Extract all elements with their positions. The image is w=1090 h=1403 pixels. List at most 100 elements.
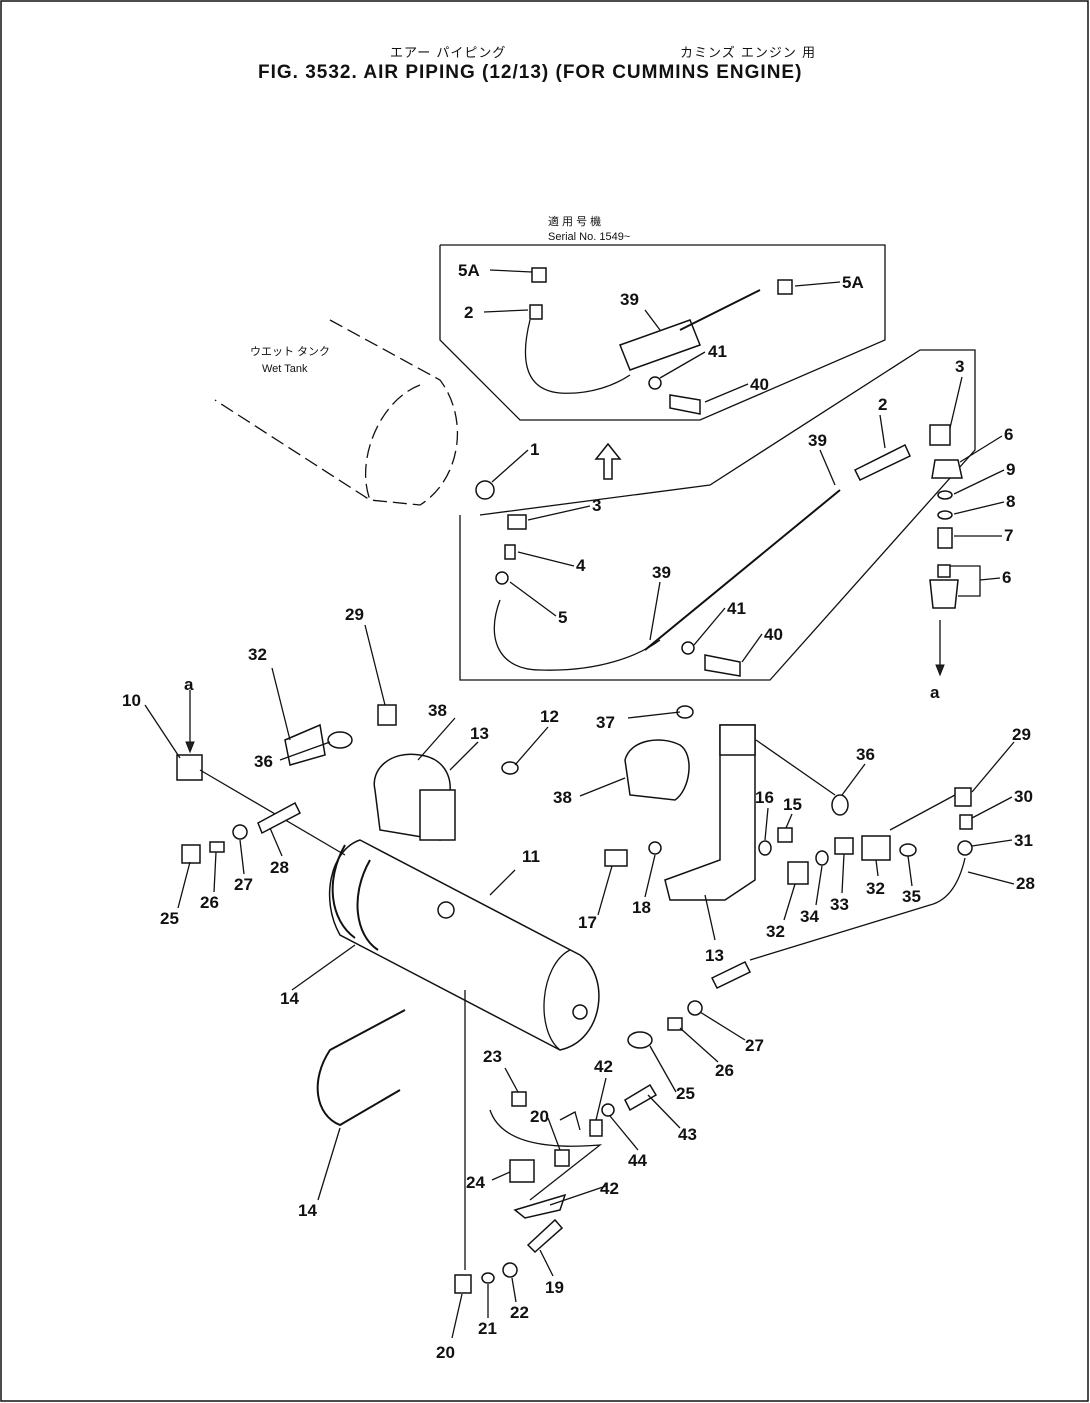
callout-31: 31 <box>1014 831 1033 850</box>
part-33 <box>834 837 854 855</box>
callout-41-route: 41 <box>727 599 746 618</box>
line-bracket-36 <box>755 739 836 796</box>
hose-28-right <box>749 857 966 961</box>
bracket-top-block <box>719 724 756 756</box>
inset-part-5a-right <box>777 279 793 295</box>
part-44 <box>601 1103 615 1117</box>
part-20-bottom <box>454 1274 472 1294</box>
title-jp-left: エアー パイピング <box>390 46 507 61</box>
route-tube-2 <box>853 443 911 481</box>
right-fitting-stack: a <box>929 459 963 702</box>
part-25-right <box>627 1031 653 1049</box>
bottom-fittings <box>316 990 658 1294</box>
part-12 <box>501 761 519 775</box>
route-elbow-3-left <box>507 514 527 530</box>
callout-10: 10 <box>122 691 141 710</box>
tank-band-2 <box>356 859 379 951</box>
callout-36-right: 36 <box>856 745 875 764</box>
line-10-to-tank <box>199 769 346 856</box>
part-6-bottom <box>929 579 959 609</box>
callout-32-left: 32 <box>248 645 267 664</box>
callout-39-route-bottom: 39 <box>652 563 671 582</box>
callout-20-mid: 20 <box>530 1107 549 1126</box>
wet-tank-label: Wet Tank <box>262 363 308 375</box>
part-26-right <box>667 1017 683 1031</box>
callout-26-right: 26 <box>715 1061 734 1080</box>
callout-25-right: 25 <box>676 1084 695 1103</box>
tank-drain-port <box>572 1004 588 1020</box>
serial-no-label: Serial No. 1549~ <box>548 231 630 243</box>
callout-6-bottom: 6 <box>1002 568 1011 587</box>
left-fittings: a <box>176 675 519 864</box>
part-34 <box>815 850 829 866</box>
wet-tank-end <box>365 384 421 501</box>
callout-41-inset: 41 <box>708 342 727 361</box>
part-30 <box>959 814 973 830</box>
callout-19: 19 <box>545 1278 564 1297</box>
part-17 <box>604 849 628 867</box>
part-6-top <box>931 459 963 479</box>
fitting-1 <box>475 480 495 500</box>
callout-15: 15 <box>783 795 802 814</box>
part-9 <box>937 490 953 500</box>
callout-2-inset: 2 <box>464 303 473 322</box>
right-fittings <box>604 739 973 1049</box>
callout-5: 5 <box>558 608 567 627</box>
callout-20-bottom: 20 <box>436 1343 455 1362</box>
callout-22: 22 <box>510 1303 529 1322</box>
ref-a-left: a <box>184 675 194 694</box>
inset-washer-41 <box>648 376 662 390</box>
callout-42-lower: 42 <box>600 1179 619 1198</box>
wet-tank-jp-label: ウエット タンク <box>250 345 330 358</box>
wet-tank: ウエット タンク Wet Tank <box>214 319 495 506</box>
route-nut-5 <box>495 571 509 585</box>
title-japanese: エアー パイピング カミンズ エンジン 用 <box>390 42 910 64</box>
part-22 <box>502 1262 518 1278</box>
callout-12: 12 <box>540 707 559 726</box>
callout-28-left: 28 <box>270 858 289 877</box>
route-pipe <box>644 489 841 651</box>
callout-28-right: 28 <box>1016 874 1035 893</box>
route-fitting-4 <box>504 544 516 560</box>
callout-5a-right: 5A <box>842 273 864 292</box>
route-washer-41 <box>681 641 695 655</box>
tank-port <box>437 901 455 919</box>
callout-32-right-a: 32 <box>766 922 785 941</box>
callout-17: 17 <box>578 913 597 932</box>
callout-14-upper: 14 <box>280 989 299 1008</box>
route-arrow-up <box>594 442 622 480</box>
route-hose <box>493 599 661 671</box>
callout-35: 35 <box>902 887 921 906</box>
callout-43: 43 <box>678 1125 697 1144</box>
inset-bolt-40 <box>669 394 701 415</box>
part-28-right <box>710 961 752 989</box>
part-32-right-a <box>787 861 809 885</box>
callout-21: 21 <box>478 1319 497 1338</box>
callout-34: 34 <box>800 907 819 926</box>
callout-13-right: 13 <box>705 946 724 965</box>
part-42-upper <box>589 1119 603 1137</box>
inset-hose <box>524 319 631 394</box>
callout-23: 23 <box>483 1047 502 1066</box>
part-16 <box>758 840 772 856</box>
ref-a-arrow-left <box>185 741 195 754</box>
callout-labels: 1 2 2 3 3 4 5 5A 5A 6 6 7 8 9 10 11 12 1… <box>122 261 1035 1362</box>
figure-title: FIG. 3532. AIR PIPING (12/13) (FOR CUMMI… <box>258 62 803 83</box>
callout-2-route: 2 <box>878 395 887 414</box>
callout-36-left: 36 <box>254 752 273 771</box>
part-28-left <box>257 801 301 835</box>
ref-a-right: a <box>930 683 940 702</box>
callout-7: 7 <box>1004 526 1013 545</box>
callout-33: 33 <box>830 895 849 914</box>
callout-18: 18 <box>632 898 651 917</box>
part-31 <box>957 840 973 856</box>
route-elbow-3-right <box>929 424 951 446</box>
inset-part-2 <box>529 304 543 320</box>
pipe-route-box <box>459 349 976 681</box>
part-29-right <box>954 787 972 807</box>
callout-26-left: 26 <box>200 893 219 912</box>
callout-44: 44 <box>628 1151 647 1170</box>
